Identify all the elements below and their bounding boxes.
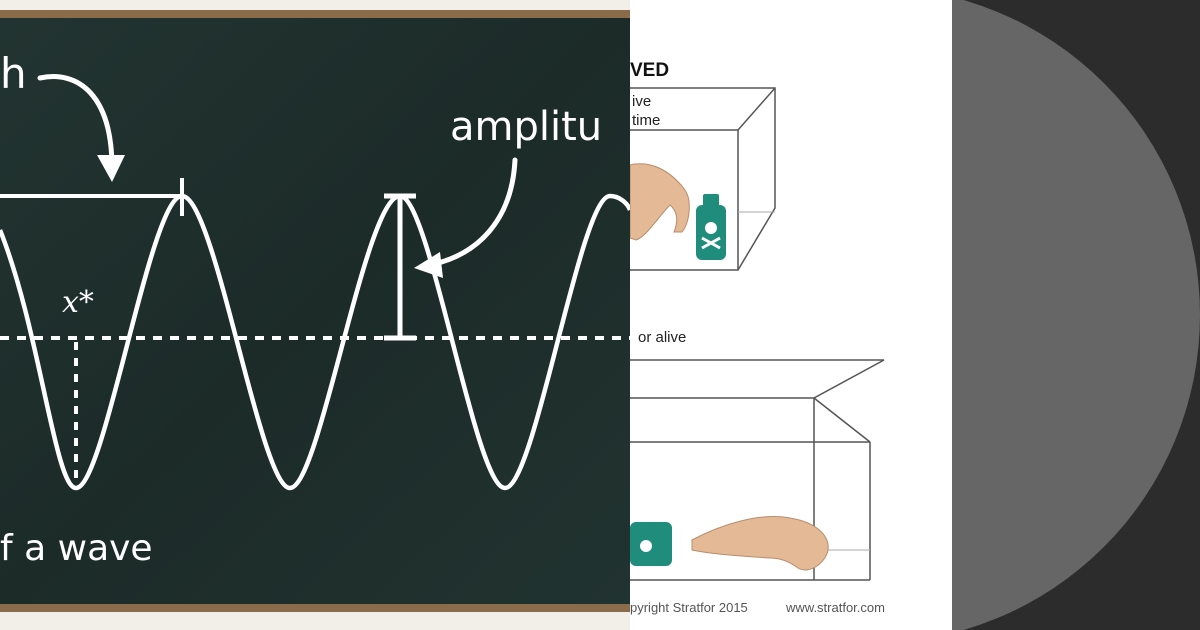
amplitude-arrow (427, 157, 518, 268)
box1-caption-line1: ive (632, 93, 651, 110)
box-open (630, 359, 885, 581)
box2-caption: or alive (638, 329, 686, 346)
wavelength-arrowhead (97, 155, 125, 182)
grey-disc-panel (952, 0, 1200, 630)
box-closed: ive time (630, 87, 776, 271)
schrodinger-cat-figure: VED ive time or alive (630, 0, 952, 630)
box1-edge-top (737, 87, 776, 131)
copyright-text: pyright Stratfor 2015 (630, 600, 748, 615)
grey-disc (952, 0, 1200, 630)
chalkboard-panel: h x* amplitu f a wave (0, 0, 630, 630)
point-label: x* (62, 285, 94, 320)
wavelength-label: h (0, 49, 27, 98)
box1-outline (630, 87, 776, 271)
figure-heading: VED (630, 60, 669, 81)
cat-dead-icon (691, 516, 829, 571)
bottom-caption: f a wave (0, 528, 153, 569)
grey-disc-graphic (952, 0, 1200, 630)
box2-lid (630, 359, 885, 399)
website-text: www.stratfor.com (785, 600, 885, 615)
amplitude-label: amplitu (450, 104, 602, 150)
cat-alive-icon (630, 163, 690, 241)
skull-fallen-icon (640, 540, 652, 552)
box2-edge-diagonal (813, 397, 871, 443)
amplitude-arrowhead (414, 252, 443, 278)
poison-bottle-cap-icon (703, 194, 719, 208)
sine-wave (0, 193, 630, 491)
crossbone-icon-b (701, 236, 721, 250)
stratfor-panel: VED ive time or alive (630, 0, 952, 630)
wavelength-arrow (37, 74, 115, 171)
box1-caption-line2: time (632, 112, 660, 129)
skull-icon (705, 222, 717, 234)
chalkboard-wave-diagram: h x* amplitu f a wave (0, 0, 630, 630)
